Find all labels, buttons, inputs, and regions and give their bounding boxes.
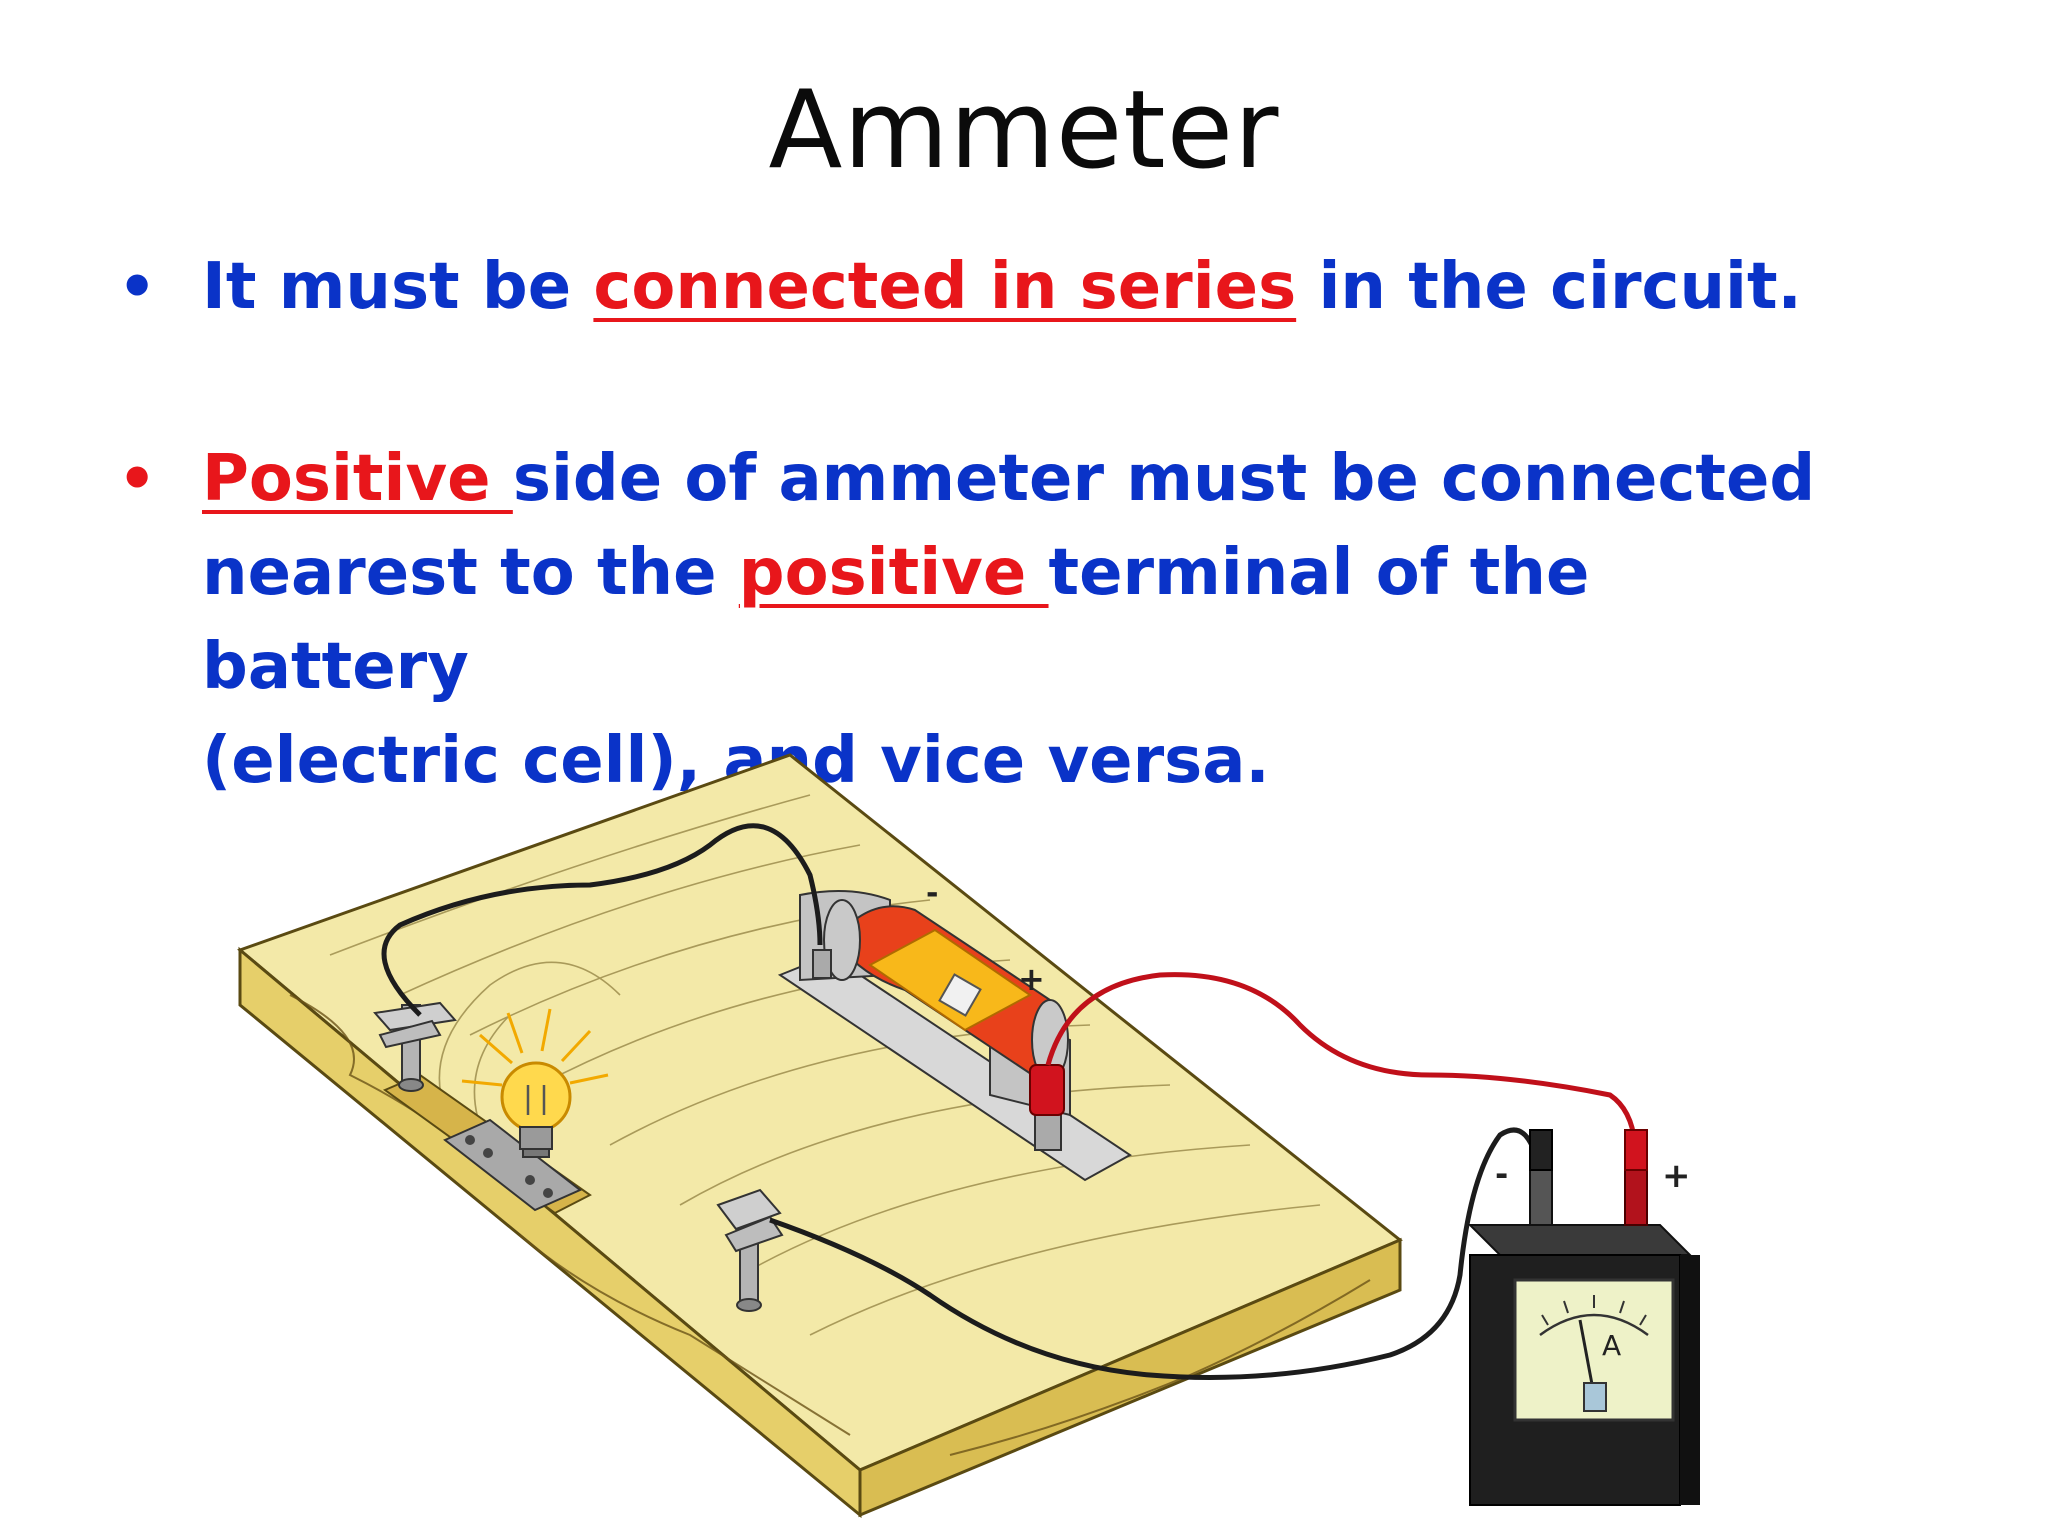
bullet2-highlight-positive-2: positive bbox=[738, 536, 1049, 610]
light-bulb-icon bbox=[461, 1008, 609, 1158]
bullet-list: • It must be connected in series in the … bbox=[118, 240, 1818, 808]
battery-cell-icon bbox=[812, 899, 1069, 1082]
bullet2-text-line2b: terminal of the battery bbox=[202, 536, 1590, 704]
bullet-marker: • bbox=[118, 444, 157, 514]
clip-post-right bbox=[716, 1188, 784, 1312]
ammeter-letter-label: A bbox=[1602, 1329, 1621, 1362]
wire-black-bottom bbox=[769, 1127, 1543, 1380]
ammeter-plus-label: + bbox=[1662, 1156, 1691, 1196]
bullet1-text-after: in the circuit. bbox=[1296, 250, 1802, 324]
wooden-board bbox=[237, 753, 1403, 1519]
bulb-holder bbox=[382, 1073, 592, 1215]
bullet-item-1: • It must be connected in series in the … bbox=[118, 240, 1818, 334]
slide-title: Ammeter bbox=[768, 68, 1280, 193]
ammeter-device: A bbox=[1467, 1129, 1700, 1506]
circuit-illustration: - + bbox=[237, 753, 1700, 1519]
battery-minus-label: - bbox=[926, 876, 938, 911]
wire-red bbox=[1045, 972, 1639, 1176]
battery-terminal bbox=[1029, 1064, 1065, 1151]
bullet-marker: • bbox=[118, 252, 157, 322]
bullet2-text-line2a: nearest to the bbox=[202, 536, 739, 610]
wire-black-top bbox=[381, 823, 823, 1017]
ammeter-minus-label: - bbox=[1495, 1155, 1508, 1193]
bullet1-highlight: connected in series bbox=[593, 250, 1297, 324]
clip-post-left bbox=[373, 1001, 457, 1092]
bullet2-highlight-positive: Positive bbox=[202, 442, 513, 516]
bullet2-text-line1: side of ammeter must be connected bbox=[512, 442, 1816, 516]
battery-plus-label: + bbox=[1018, 960, 1045, 998]
bullet1-text-before: It must be bbox=[202, 250, 594, 324]
